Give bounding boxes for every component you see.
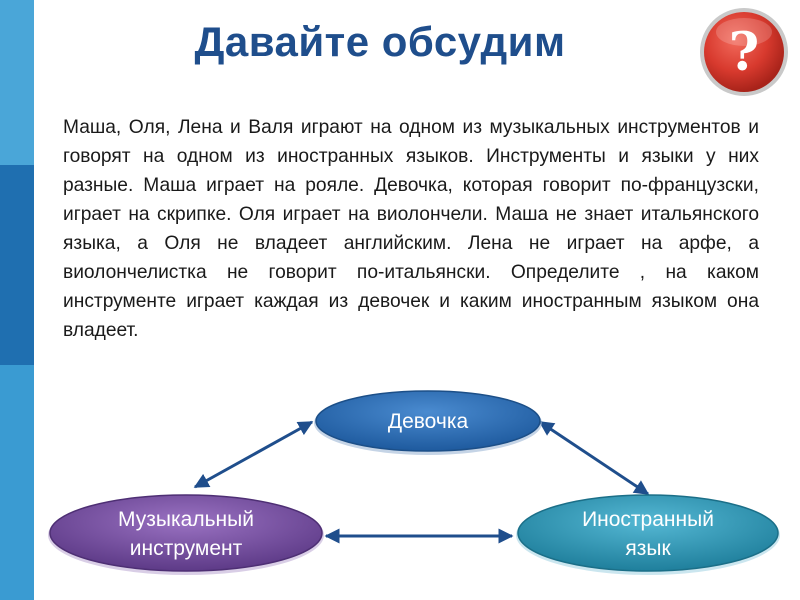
node-language: Иностранный язык <box>516 494 780 575</box>
arrow-girl-language <box>538 420 650 496</box>
side-stripe-band-bottom <box>0 365 34 600</box>
question-mark-icon: ? <box>698 6 790 98</box>
node-girl: Девочка <box>314 390 542 455</box>
svg-text:?: ? <box>729 22 759 83</box>
side-stripe-band-top <box>0 0 34 165</box>
node-girl-label: Девочка <box>388 410 469 433</box>
arrow-girl-instrument <box>193 420 314 489</box>
node-instrument-label-line1: Музыкальный <box>118 508 254 531</box>
node-instrument: Музыкальный инструмент <box>48 494 324 575</box>
task-text: Маша, Оля, Лена и Валя играют на одном и… <box>63 117 759 341</box>
side-stripe <box>0 0 34 600</box>
node-language-label-line1: Иностранный <box>582 508 714 531</box>
node-language-label-line2: язык <box>625 537 671 560</box>
node-instrument-label-line2: инструмент <box>130 537 243 560</box>
side-stripe-band-middle <box>0 165 34 365</box>
relations-diagram: Девочка Музыкальный инструмент Иностранн… <box>48 390 780 575</box>
slide-title: Давайте обсудим <box>194 18 566 65</box>
